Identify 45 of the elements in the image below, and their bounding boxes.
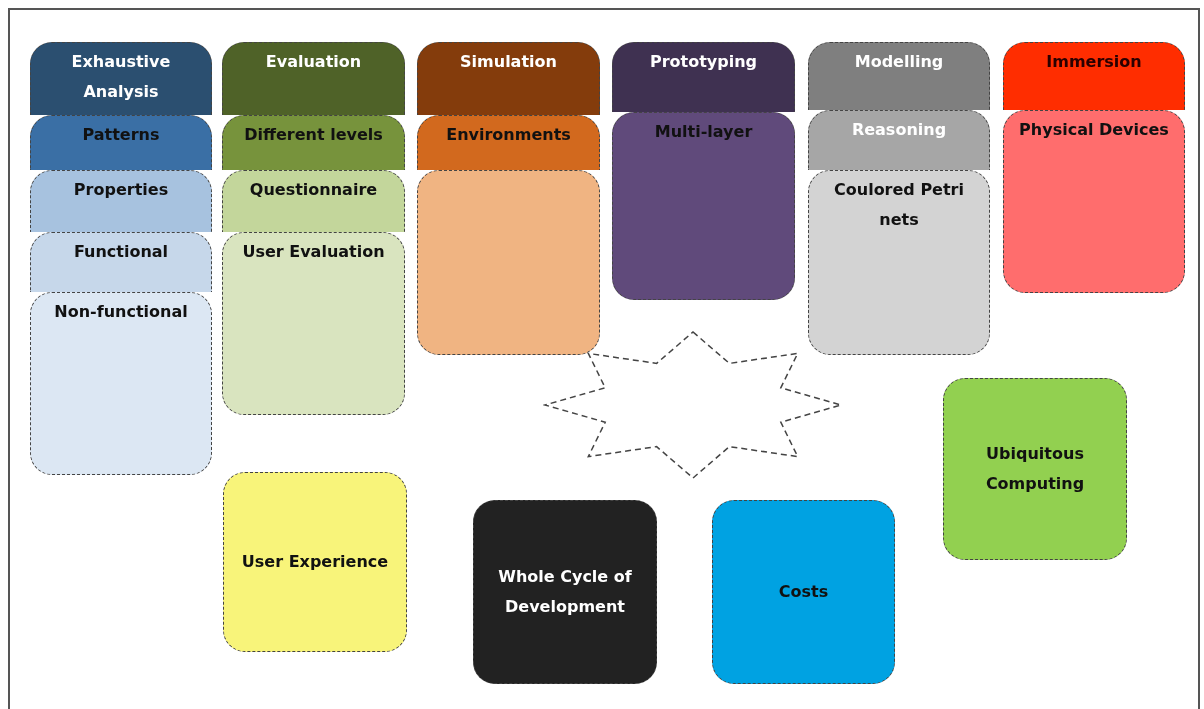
- card-label: Evaluation: [264, 51, 363, 73]
- card-label: Patterns: [81, 124, 161, 146]
- card-label: User Evaluation: [241, 241, 386, 263]
- rounded-card: [222, 42, 405, 115]
- card-label: Costs: [777, 581, 830, 603]
- rounded-card: [1003, 42, 1185, 110]
- rounded-card: [943, 378, 1127, 560]
- card-label: Different levels: [243, 124, 384, 146]
- card-label: Environments: [445, 124, 572, 146]
- rounded-card: [222, 115, 405, 170]
- rounded-card: [30, 42, 212, 115]
- card-label: Coulored Petri nets: [833, 179, 965, 231]
- rounded-card: [612, 42, 795, 112]
- rounded-card: [712, 500, 895, 684]
- rounded-card: [612, 112, 795, 300]
- card-label: Whole Cycle of Development: [497, 566, 633, 618]
- rounded-card: [30, 292, 212, 475]
- card-label: Functional: [72, 241, 170, 263]
- card-label: Prototyping: [648, 51, 759, 73]
- rounded-card: [222, 232, 405, 415]
- card-label: User Experience: [240, 551, 390, 573]
- card-label: Physical Devices: [1018, 119, 1170, 141]
- rounded-card: [223, 472, 407, 652]
- rounded-card: [1003, 110, 1185, 293]
- rounded-card: [222, 170, 405, 232]
- card-label: Ubiquitous Computing: [984, 443, 1086, 495]
- card-label: Reasoning: [850, 119, 948, 141]
- rounded-card: [417, 170, 600, 355]
- rounded-card: [417, 42, 600, 115]
- rounded-card: [473, 500, 657, 684]
- rounded-card: [30, 232, 212, 292]
- rounded-card: [808, 110, 990, 170]
- card-label: Non-functional: [53, 301, 189, 323]
- card-label: Modelling: [853, 51, 945, 73]
- card-label: Multi-layer: [653, 121, 754, 143]
- card-label: Questionnaire: [248, 179, 379, 201]
- rounded-card: [30, 170, 212, 232]
- card-label: Simulation: [459, 51, 558, 73]
- rounded-card: [417, 115, 600, 170]
- card-label: Exhaustive Analysis: [70, 51, 172, 103]
- card-label: Properties: [72, 179, 170, 201]
- rounded-card: [30, 115, 212, 170]
- card-label: Immersion: [1045, 51, 1143, 73]
- rounded-card: [808, 170, 990, 355]
- rounded-card: [808, 42, 990, 110]
